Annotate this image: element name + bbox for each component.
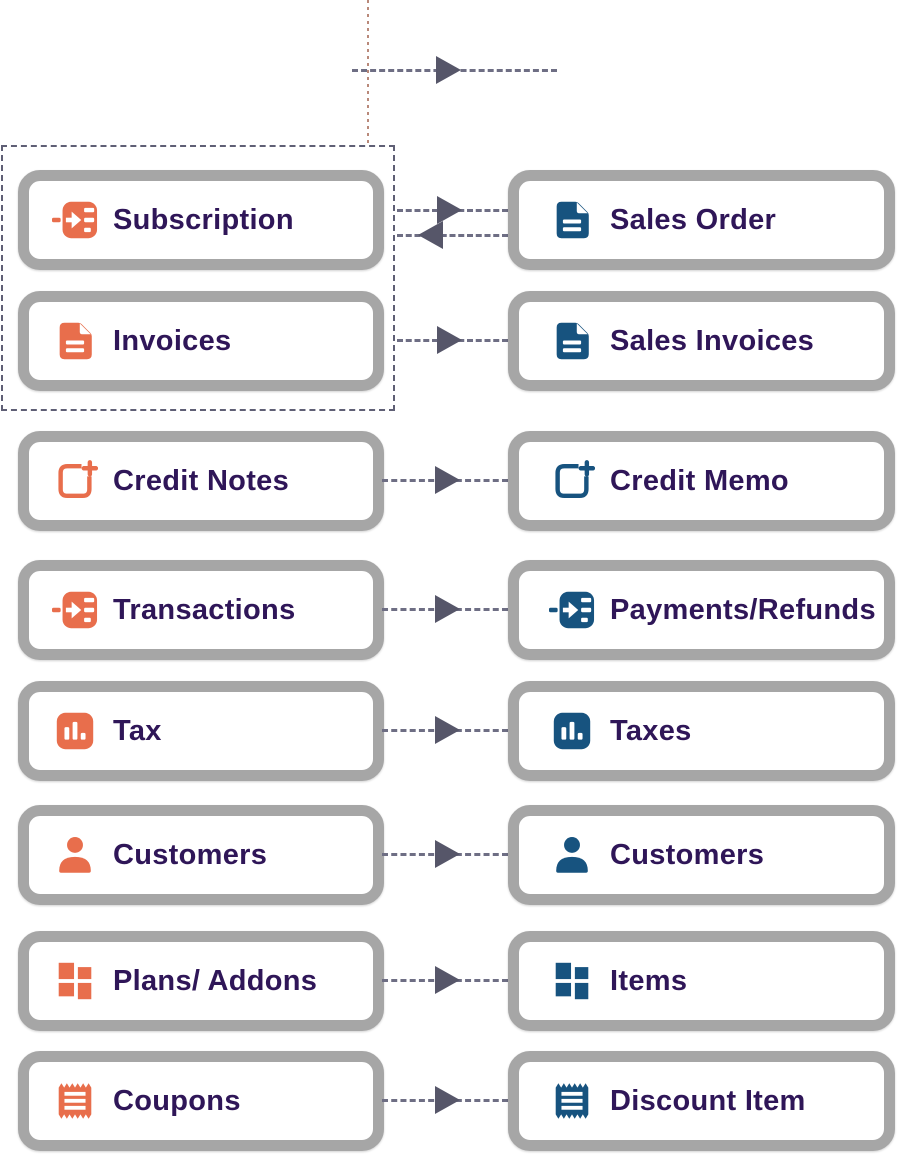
node-payments-refunds: Payments/Refunds xyxy=(508,560,895,660)
node-tax: Tax xyxy=(18,681,384,781)
node-sales-order: Sales Order xyxy=(508,170,895,270)
person-icon xyxy=(549,832,595,878)
node-subscription: Subscription xyxy=(18,170,384,270)
node-label: Discount Item xyxy=(610,1084,806,1117)
node-label: Plans/ Addons xyxy=(113,964,318,997)
node-label: Invoices xyxy=(113,324,232,357)
node-customers-left: Customers xyxy=(18,805,384,905)
bar-chart-icon xyxy=(52,708,98,754)
arrow-into-list-icon xyxy=(52,587,98,633)
node-invoices: Invoices xyxy=(18,291,384,391)
node-coupons: Coupons xyxy=(18,1051,384,1151)
node-label: Coupons xyxy=(113,1084,241,1117)
ticket-icon xyxy=(52,1078,98,1124)
document-icon xyxy=(549,318,595,364)
node-items: Items xyxy=(508,931,895,1031)
node-label: Items xyxy=(610,964,688,997)
node-label: Payments/Refunds xyxy=(610,593,876,626)
top-dotted-line xyxy=(367,0,369,146)
node-credit-memo: Credit Memo xyxy=(508,431,895,531)
subscription-invoices-group-outline xyxy=(1,145,395,411)
node-label: Credit Memo xyxy=(610,464,789,497)
bar-chart-icon xyxy=(549,708,595,754)
node-label: Customers xyxy=(610,838,765,871)
node-label: Tax xyxy=(113,714,162,747)
note-plus-icon xyxy=(52,458,98,504)
ticket-icon xyxy=(549,1078,595,1124)
arrow-into-list-icon xyxy=(52,197,98,243)
node-label: Transactions xyxy=(113,593,296,626)
person-icon xyxy=(52,832,98,878)
node-customers-right: Customers xyxy=(508,805,895,905)
node-transactions: Transactions xyxy=(18,560,384,660)
node-taxes: Taxes xyxy=(508,681,895,781)
node-sales-invoices: Sales Invoices xyxy=(508,291,895,391)
document-icon xyxy=(549,197,595,243)
node-label: Sales Invoices xyxy=(610,324,815,357)
node-plans-addons: Plans/ Addons xyxy=(18,931,384,1031)
grid-icon xyxy=(549,958,595,1004)
node-label: Subscription xyxy=(113,203,294,236)
node-label: Customers xyxy=(113,838,268,871)
node-label: Credit Notes xyxy=(113,464,290,497)
node-discount-item: Discount Item xyxy=(508,1051,895,1151)
node-label: Sales Order xyxy=(610,203,777,236)
node-label: Taxes xyxy=(610,714,692,747)
document-icon xyxy=(52,318,98,364)
note-plus-icon xyxy=(549,458,595,504)
node-credit-notes: Credit Notes xyxy=(18,431,384,531)
arrow-into-list-icon xyxy=(549,587,595,633)
grid-icon xyxy=(52,958,98,1004)
